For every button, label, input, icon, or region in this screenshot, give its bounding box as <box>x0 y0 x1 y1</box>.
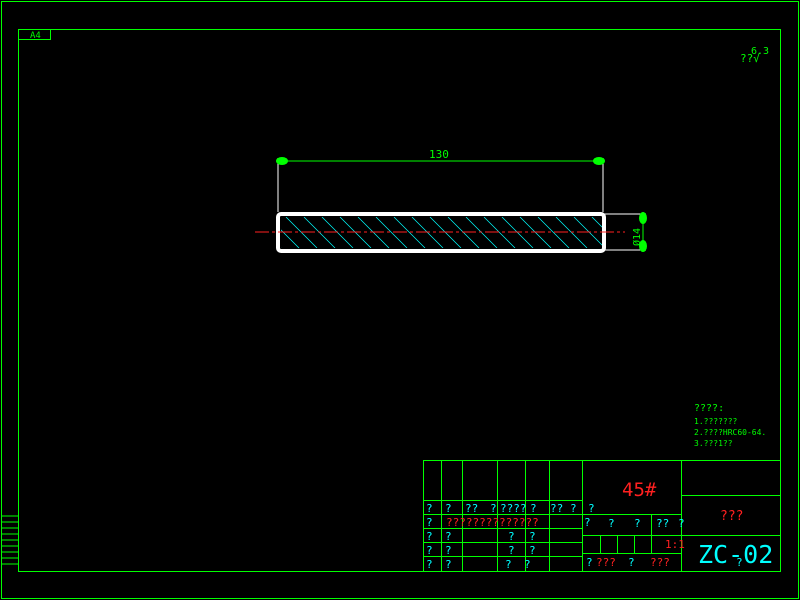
title-cell-red: ?????????????? <box>446 516 539 529</box>
title-cell: ? <box>426 502 433 515</box>
notes-line-3: 3.???1?? <box>694 439 733 448</box>
notes-line-2: 2.????HRC60-64. <box>694 428 766 437</box>
title-row-1: ? ? ?? ? ???? ? ?? ? ? <box>426 502 595 515</box>
title-cell: ? <box>445 502 452 515</box>
title-cell: ? <box>505 558 512 571</box>
dimension-arrow-left <box>276 157 288 165</box>
title-cell: ? <box>426 558 433 571</box>
part-shaft <box>255 212 625 253</box>
material-text: 45# <box>622 479 657 501</box>
drawing-number-text: ZC-02 <box>698 540 773 569</box>
title-block <box>423 460 781 572</box>
notes-title: ????: <box>694 403 724 414</box>
title-cell: ? <box>634 517 641 530</box>
title-rows-lower: ? ? ? ? ? ? ? ? ? ? ? ? <box>426 530 536 571</box>
sheet-size-label: A4 <box>30 31 41 41</box>
length-dimension-text: 130 <box>429 148 449 161</box>
surface-finish-symbol: ??√ <box>740 52 760 65</box>
title-cell: ? <box>584 516 591 529</box>
title-cell: ? <box>426 516 433 529</box>
title-cell: ? <box>529 544 536 557</box>
dimension-arrow-right <box>593 157 605 165</box>
title-cell: ? <box>490 502 497 515</box>
title-cell: ? <box>530 502 537 515</box>
diameter-dimension-text: Ø14 <box>631 228 643 246</box>
title-cell: ? <box>608 517 615 530</box>
binding-strip <box>2 515 18 565</box>
diameter-arrow-bottom <box>639 240 647 252</box>
diameter-dimension <box>604 212 647 252</box>
title-cell: ? <box>508 530 515 543</box>
scale-text: 1:1 <box>665 538 685 551</box>
title-cell: ? <box>508 544 515 557</box>
title-cell-red: ? <box>628 556 635 569</box>
title-row-2: ? ?????????????? ? ? ? ?? ? <box>426 516 685 530</box>
title-cell: ? <box>736 556 743 569</box>
part-name-text: ??? <box>720 509 743 524</box>
title-cell: ?? <box>465 502 478 515</box>
sheet-size-tag <box>18 29 51 40</box>
title-cell: ? <box>426 544 433 557</box>
drawing-frame <box>18 29 781 572</box>
title-cell: ? <box>586 556 593 569</box>
title-cell: ?? <box>656 517 669 530</box>
title-cell: ? <box>588 502 595 515</box>
diameter-arrow-top <box>639 212 647 224</box>
length-dimension <box>276 157 605 212</box>
title-row-bottom: ? ??? ? ??? ? <box>586 556 743 569</box>
title-cell: ? <box>445 544 452 557</box>
title-cell: ? <box>445 530 452 543</box>
title-cell: ? <box>524 558 531 571</box>
title-cell: ? <box>426 530 433 543</box>
surface-finish-value: 6.3 <box>751 46 769 57</box>
title-cell: ? <box>445 558 452 571</box>
title-cell: ?? <box>550 502 563 515</box>
title-cell: ? <box>529 530 536 543</box>
title-cell: ? <box>570 502 577 515</box>
title-cell-red: ??? <box>650 556 670 569</box>
notes-line-1: 1.??????? <box>694 417 738 426</box>
title-cell: ???? <box>500 502 527 515</box>
technical-notes: ????: 1.??????? 2.????HRC60-64. 3.???1?? <box>694 403 766 448</box>
title-cell-red: ??? <box>596 556 616 569</box>
title-cell: ? <box>678 517 685 530</box>
